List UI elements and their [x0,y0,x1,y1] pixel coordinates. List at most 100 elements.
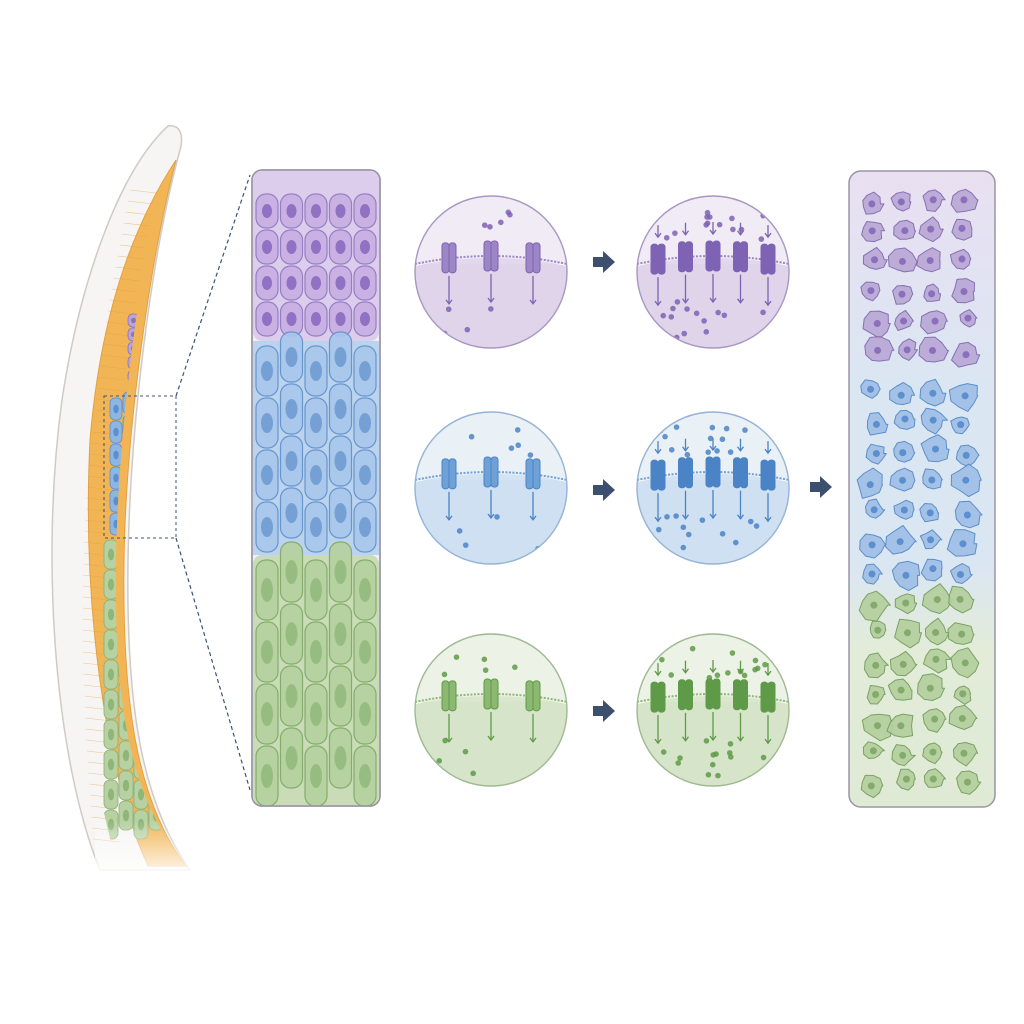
down-arrow-icon [736,490,745,520]
cell [133,599,149,630]
cell [163,313,176,328]
dissociated-cells-panel [848,170,996,808]
dissociated-cell [896,768,916,791]
down-arrow-icon [764,715,772,745]
dissociated-cell [865,443,887,465]
ion-dot [709,761,716,768]
circle-green-after [636,633,790,787]
process-arrows [593,251,832,722]
dissociated-cell [865,498,886,519]
cell [353,301,377,337]
ion-dot [715,772,721,779]
ion-dot [464,326,471,333]
dissociated-cell [893,409,916,430]
dissociated-cell [862,310,891,339]
ion-dot [704,220,711,226]
dissociated-cell [893,440,916,463]
ion-dot [442,737,448,744]
dissociated-cell [860,379,881,399]
cell [148,506,162,530]
ion-dot [752,666,758,673]
ion-dot [668,314,675,320]
ion-dot [680,524,687,531]
cell [148,530,164,561]
cell [135,489,149,513]
cell [255,345,279,397]
ion-dot [732,539,739,546]
cell [161,512,175,536]
cell [328,383,353,435]
dissociated-cells [856,188,983,799]
dissociated-cell [866,685,886,705]
ion-channel-icon [678,679,693,711]
ion-dot [703,738,710,744]
cell [103,779,119,810]
ion-dot [726,750,733,756]
cell [279,331,304,383]
right-arrow-icon [810,476,832,498]
cell [135,466,149,490]
cell [304,345,328,397]
dissociated-cell [920,407,948,435]
ion-dot [681,330,688,337]
ion-dot [706,674,713,681]
cell [148,740,164,771]
ion-dot [760,754,767,761]
dissociated-cell [953,685,972,705]
ion-dot [714,448,720,454]
dissociated-cell [916,247,941,273]
ion-channel-icon [650,681,666,713]
ion-channel-icon [678,241,693,273]
dissociated-cell [917,673,945,701]
dissociated-cell [898,338,918,361]
cell [151,383,164,398]
cell [161,420,175,444]
down-arrow-icon [736,712,745,742]
dissociated-cell [922,742,943,765]
cell [148,560,164,591]
ion-channel-icon [441,458,457,490]
dissociated-cell [951,218,973,241]
cell [151,369,164,384]
cell [133,569,149,600]
dissociated-cell [866,412,889,436]
right-arrow-icon [593,251,615,273]
cell [328,487,353,539]
cell [255,621,279,683]
cell [255,397,279,449]
ion-dot [664,513,670,520]
ion-channel-icon [678,457,693,489]
dissociated-cell [950,647,980,679]
ion-dot [662,433,668,440]
dissociated-cell [860,281,881,302]
dissociated-cell [946,529,978,557]
cell [328,229,353,265]
cell [304,745,328,807]
ion-dot [721,312,728,319]
cell [103,539,119,570]
down-arrow-icon [764,441,772,455]
zoom-line-top [175,174,251,397]
dissociated-cell [923,283,942,302]
cell [163,369,176,384]
cell [109,397,123,421]
dissociated-cell [859,533,887,559]
down-arrow-icon [681,222,690,236]
ion-dot [760,309,766,316]
cell [148,680,164,711]
ion-dot [762,661,768,668]
cell [118,770,134,801]
cell [103,659,119,690]
cell [353,229,377,265]
dissociated-cell [860,774,884,799]
dissociated-cell [919,529,943,550]
ion-dot [453,654,460,660]
ion-dot [659,656,665,663]
zoom-region-box [103,395,177,539]
ion-dot [701,318,707,324]
cell [255,301,279,337]
ion-dot [689,645,696,652]
dissociated-cell [862,246,888,270]
ion-channel-icon [525,242,541,274]
cell [163,383,176,398]
